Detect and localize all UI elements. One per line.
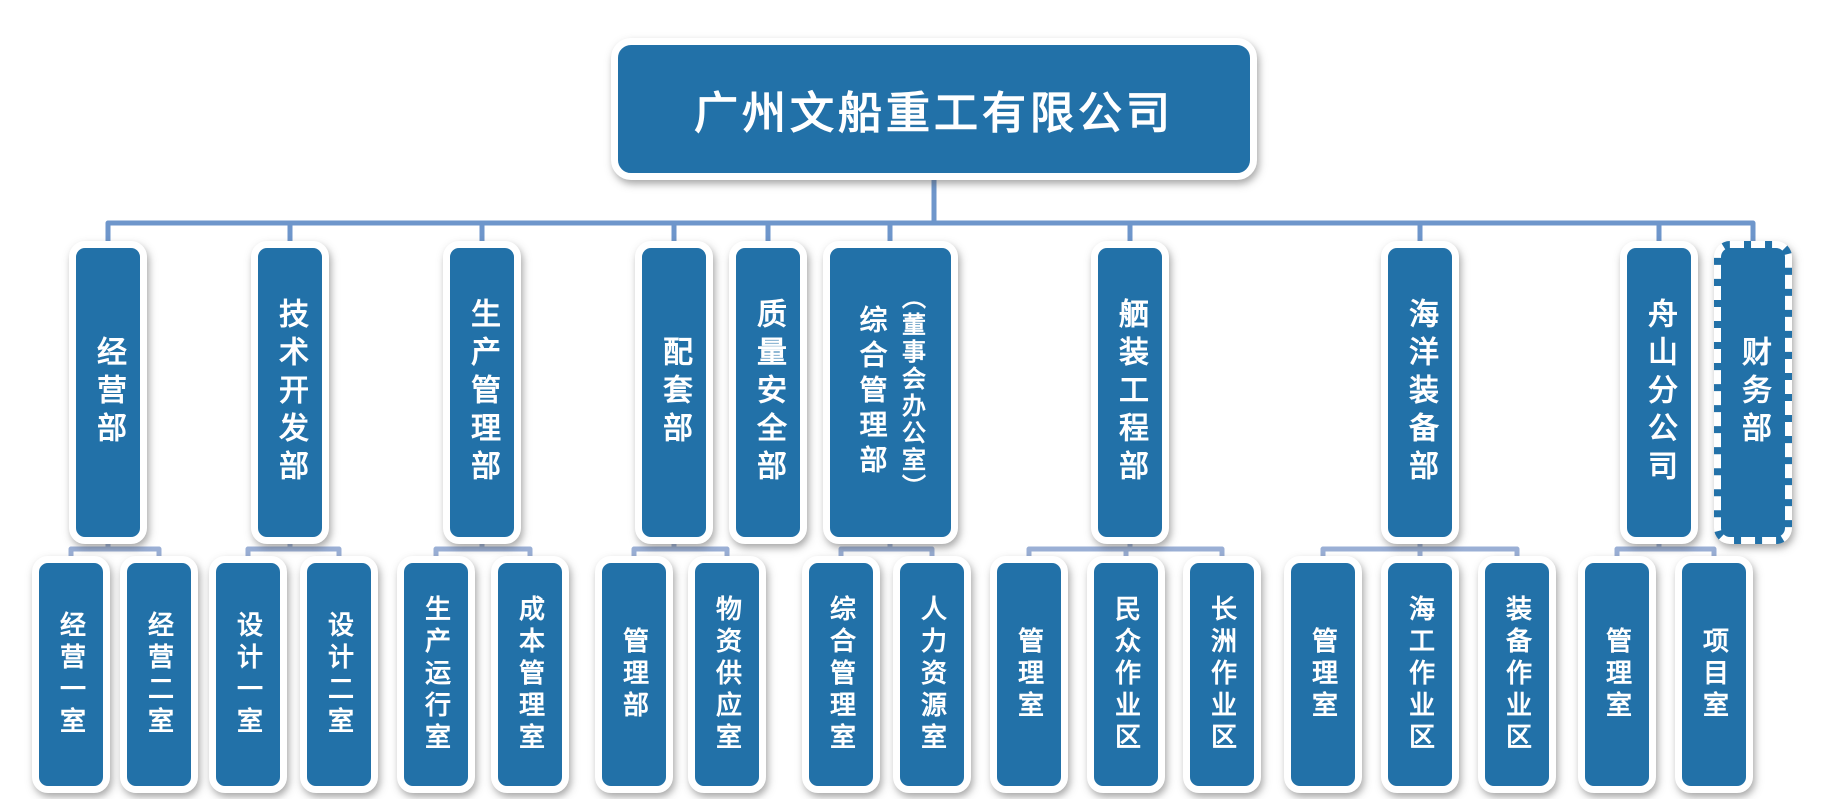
office-box: 管理室: [990, 556, 1068, 793]
office-box: 长洲作业区: [1183, 556, 1261, 793]
office-box: 设计二室: [300, 556, 378, 793]
office-label: 管理室: [1601, 626, 1632, 723]
dept-box-quality-safety: 质量安全部: [729, 241, 807, 544]
office-label: 长洲作业区: [1206, 594, 1237, 755]
office-label: 海工作业区: [1404, 594, 1435, 755]
office-box: 管理室: [1578, 556, 1656, 793]
office-label: 项目室: [1698, 626, 1729, 723]
office-label: 人力资源室: [916, 594, 947, 755]
office-box: 管理室: [1284, 556, 1362, 793]
trunk-connector: [105, 170, 1756, 260]
office-label: 管理室: [1013, 626, 1044, 723]
dept-box-marine-equipment: 海洋装备部: [1381, 241, 1459, 544]
dept-label: 综合管理部: [855, 305, 889, 480]
dept-label: 财务部: [1736, 335, 1771, 450]
office-box: 海工作业区: [1381, 556, 1459, 793]
company-title: 广州文船重工有限公司: [694, 88, 1174, 139]
office-box: 装备作业区: [1478, 556, 1556, 793]
office-label: 设计一室: [232, 610, 263, 739]
office-label: 设计二室: [323, 610, 354, 739]
office-label: 综合管理室: [825, 594, 856, 755]
office-label: 经营一室: [55, 610, 86, 739]
office-box: 经营二室: [120, 556, 198, 793]
dept-box-support: 配套部: [635, 241, 713, 544]
dept-label: 配套部: [657, 335, 692, 450]
dept-box-tech-dev: 技术开发部: [251, 241, 329, 544]
office-box: 民众作业区: [1087, 556, 1165, 793]
office-label: 管理室: [1307, 626, 1338, 723]
office-label: 经营二室: [143, 610, 174, 739]
dept-label: 舟山分公司: [1642, 297, 1677, 488]
office-box: 人力资源室: [893, 556, 971, 793]
dept-box-zhoushan-branch: 舟山分公司: [1620, 241, 1698, 544]
office-box: 经营一室: [32, 556, 110, 793]
dept-label: 经营部: [91, 335, 126, 450]
dept-box-ship-outfitting: 舾装工程部: [1091, 241, 1169, 544]
dept-label: 海洋装备部: [1403, 297, 1438, 488]
office-label: 物资供应室: [711, 594, 742, 755]
office-box: 项目室: [1675, 556, 1753, 793]
office-label: 管理部: [618, 626, 649, 723]
dept-label: 技术开发部: [273, 297, 308, 488]
dept-box-finance: 财务部: [1714, 241, 1792, 544]
office-label: 装备作业区: [1501, 594, 1532, 755]
dept-box-general-admin: 综合管理部 （董事会办公室）: [823, 241, 958, 544]
office-box: 物资供应室: [688, 556, 766, 793]
dept-label-secondary: （董事会办公室）: [897, 284, 926, 501]
office-box: 设计一室: [209, 556, 287, 793]
office-box: 管理部: [595, 556, 673, 793]
office-label: 成本管理室: [514, 594, 545, 755]
dept-label: 舾装工程部: [1113, 297, 1148, 488]
office-label: 生产运行室: [420, 594, 451, 755]
office-label: 民众作业区: [1110, 594, 1141, 755]
office-box: 综合管理室: [802, 556, 880, 793]
company-root-box: 广州文船重工有限公司: [611, 38, 1257, 180]
dept-label: 生产管理部: [465, 297, 500, 488]
dept-label: 质量安全部: [751, 297, 786, 488]
dept-box-business: 经营部: [69, 241, 147, 544]
dept-box-production-mgmt: 生产管理部: [443, 241, 521, 544]
office-box: 生产运行室: [397, 556, 475, 793]
office-box: 成本管理室: [491, 556, 569, 793]
